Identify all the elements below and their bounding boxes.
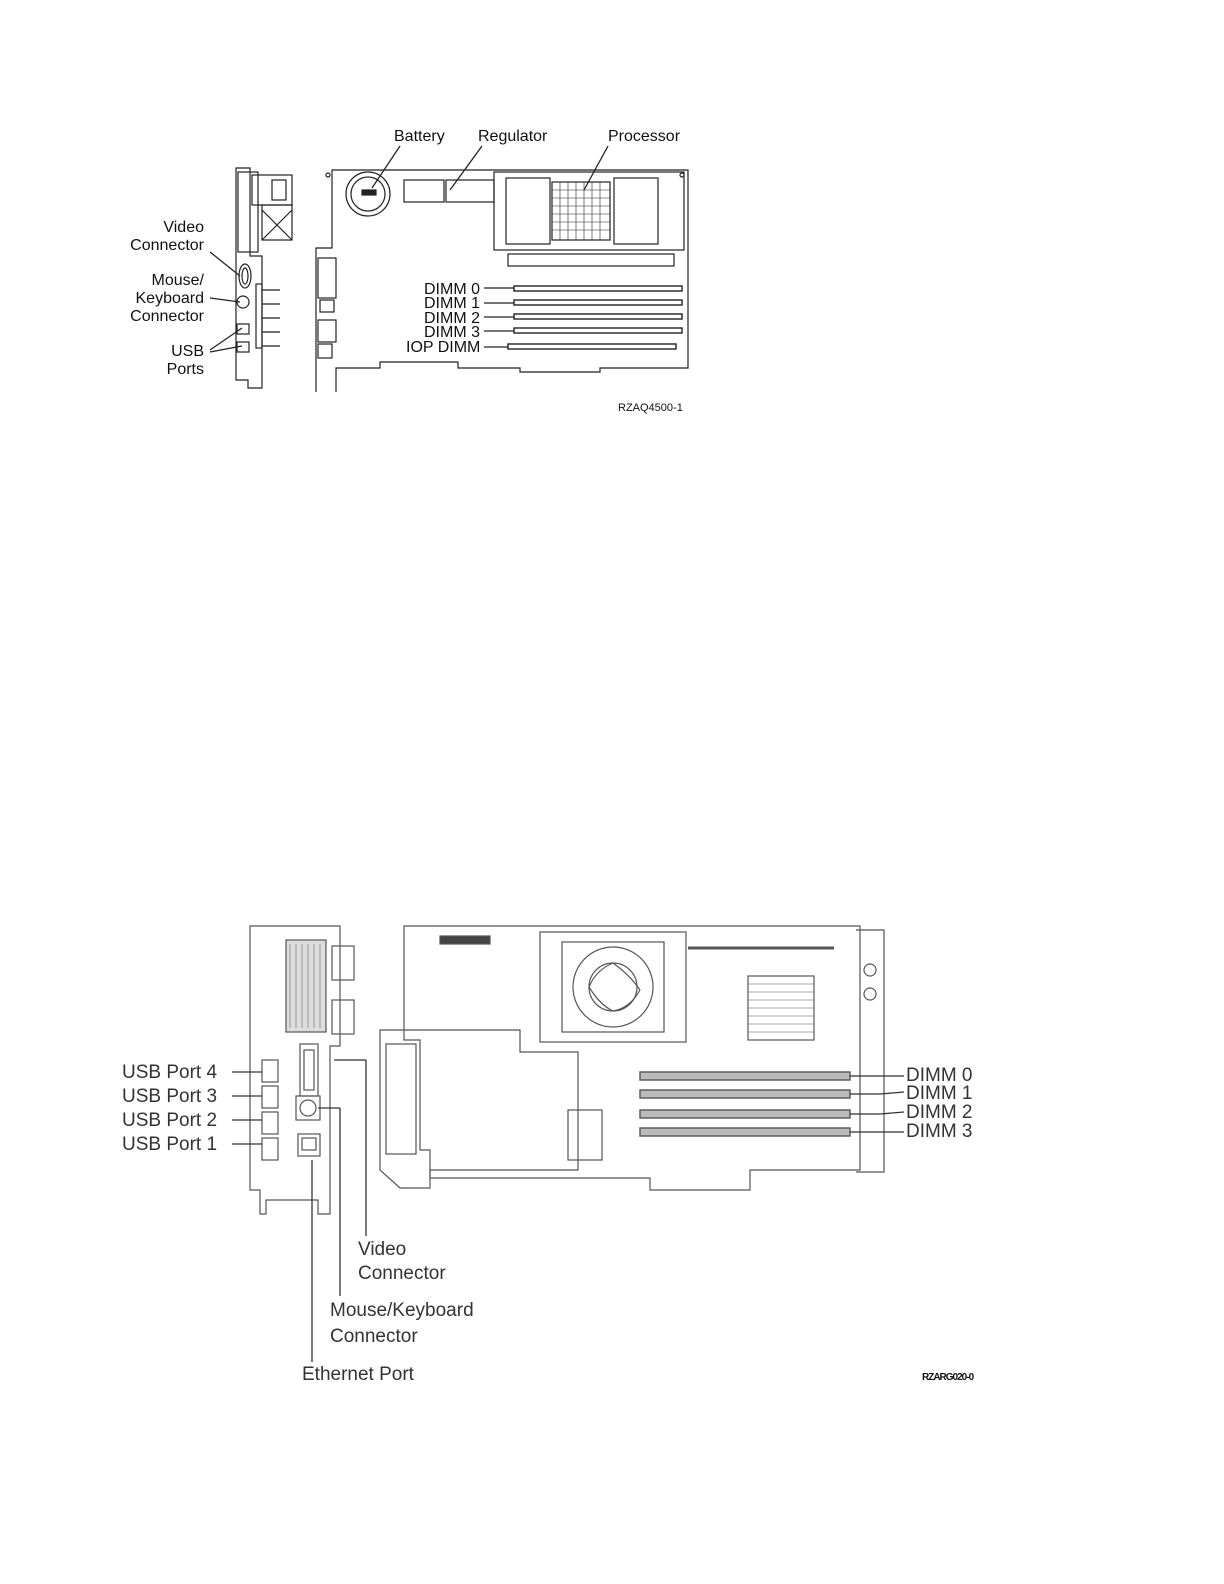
mouse-keyboard-label-2-line1: Mouse/Keyboard bbox=[330, 1299, 474, 1323]
dimm-slots-2 bbox=[640, 1072, 850, 1136]
usb-port-2-label: USB Port 2 bbox=[122, 1109, 217, 1133]
usb-port-1-label: USB Port 1 bbox=[122, 1133, 217, 1157]
usb-port-4-label: USB Port 4 bbox=[122, 1061, 217, 1085]
usb-port-3-label: USB Port 3 bbox=[122, 1085, 217, 1109]
video-connector-label-2-line1: Video bbox=[358, 1238, 406, 1262]
video-connector-label-2-line2: Connector bbox=[358, 1262, 446, 1286]
figure-2-code: RZARG020-0 bbox=[922, 1372, 973, 1383]
mouse-keyboard-label-2-line2: Connector bbox=[330, 1325, 418, 1349]
main-board-2 bbox=[380, 926, 884, 1190]
ethernet-port-label: Ethernet Port bbox=[302, 1363, 414, 1387]
dimm3-label-2: DIMM 3 bbox=[906, 1120, 973, 1144]
io-bracket-2 bbox=[250, 926, 354, 1214]
